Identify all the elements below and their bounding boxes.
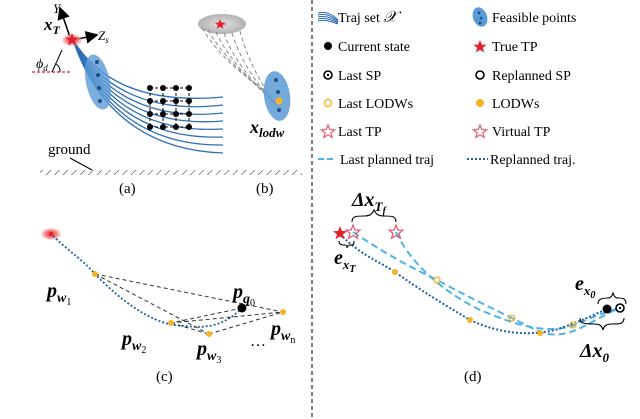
svg-text:Last SP: Last SP — [338, 69, 381, 84]
brace-tf — [351, 208, 397, 223]
last-planned-traj-d — [352, 231, 621, 336]
axis-z-label: Zs — [98, 28, 109, 45]
brace-ex0 — [597, 291, 627, 305]
svg-text:Replanned traj.: Replanned traj. — [490, 153, 576, 168]
ground-pointer — [69, 157, 93, 171]
p-q0-label: pq0 — [231, 281, 255, 309]
legend-traj-set: Traj set 𝒳 — [317, 9, 402, 26]
panel-d: ΔxTf exT ex0 Δx0 (d) — [333, 189, 627, 385]
feasible-ellipse-b — [263, 71, 291, 121]
svg-text:Last LODWs: Last LODWs — [338, 97, 413, 112]
p-w2-label: pw2 — [120, 328, 146, 356]
svg-text:Replanned SP: Replanned SP — [492, 69, 571, 84]
legend-feasible: Feasible points — [472, 7, 576, 27]
lodw-d-1 — [392, 269, 398, 275]
svg-text:LODWs: LODWs — [492, 97, 539, 112]
ground-label: ground — [48, 142, 91, 158]
grid-nodes-a — [147, 85, 192, 130]
ground-hatch — [40, 170, 302, 175]
e-xt-label: exT — [334, 247, 356, 275]
last-lodw-d-3 — [569, 321, 577, 329]
target-dot-c — [48, 231, 54, 237]
waypoint-3 — [206, 331, 212, 337]
xt-label: xT — [43, 15, 61, 37]
lodw-d-3 — [537, 330, 543, 336]
svg-text:Feasible points: Feasible points — [492, 11, 576, 26]
last-tp-star-d — [344, 223, 362, 240]
legend-true-tp: True TP — [473, 40, 538, 55]
legend-last-sp: Last SP — [323, 69, 381, 84]
legend: Traj set 𝒳 Feasible points Current state… — [317, 7, 576, 168]
current-state-c — [237, 303, 247, 313]
replanned-sp-d-center — [618, 306, 622, 310]
svg-text:Current state: Current state — [338, 40, 410, 55]
p-wn-label: pwn — [269, 318, 295, 346]
ellipsis-c: … — [250, 333, 266, 350]
phi-label: ϕd — [36, 57, 48, 73]
svg-text:True TP: True TP — [492, 40, 538, 55]
current-state-d — [602, 304, 612, 314]
legend-last-tp: Last TP — [319, 123, 382, 140]
virtual-tp-star-d — [387, 223, 405, 240]
svg-text:Virtual TP: Virtual TP — [492, 125, 551, 140]
delta-xtf-label: ΔxTf — [351, 189, 388, 217]
waypoint-1 — [92, 271, 98, 277]
replanned-sp-d — [615, 303, 625, 313]
caption-a: (a) — [119, 181, 136, 197]
p-w3-label: pw3 — [195, 338, 221, 366]
pitch-line — [51, 49, 63, 73]
legend-virtual-tp: Virtual TP — [471, 123, 551, 140]
lodw-d-2 — [467, 317, 473, 323]
svg-text:Traj set 𝒳: Traj set 𝒳 — [338, 9, 402, 26]
caption-d: (d) — [464, 369, 482, 385]
last-lodw-d-1 — [433, 276, 441, 284]
panel-c: pw1 pw2 pw3 pwn pq0 … (c) — [41, 228, 295, 385]
caption-b: (b) — [256, 181, 274, 197]
lodw-dot-b — [275, 97, 283, 105]
p-w1-label: pw1 — [45, 280, 71, 308]
waypoint-n — [280, 309, 286, 315]
feasible-dots-b — [274, 78, 281, 112]
last-planned-traj-d2 — [395, 231, 621, 330]
caption-c: (c) — [156, 369, 173, 385]
legend-current-state: Current state — [324, 40, 410, 55]
delta-x0-label: Δx0 — [579, 340, 610, 365]
phi-arc — [55, 63, 61, 73]
waypoint-2 — [168, 320, 174, 326]
state-grid-a — [149, 87, 190, 128]
true-tp-star-a — [65, 33, 79, 46]
panel-a: ground — [32, 1, 302, 197]
legend-replanned-sp: Replanned SP — [475, 69, 571, 84]
traj-fan-a — [72, 39, 224, 154]
traj-c — [52, 235, 243, 328]
svg-text:Last planned traj: Last planned traj — [340, 153, 434, 168]
true-tp-star-b — [214, 19, 226, 29]
svg-text:Last TP: Last TP — [338, 125, 382, 140]
e-x0-label: ex0 — [575, 273, 595, 301]
last-lodw-d-2 — [508, 314, 516, 322]
panel-b: xlodw (b) — [198, 14, 291, 197]
legend-last-lodws: Last LODWs — [323, 97, 413, 112]
brace-ext — [338, 240, 355, 249]
feasible-dots-a — [95, 60, 102, 103]
brace-dx0 — [579, 317, 625, 331]
axis-y-label: Ys — [53, 1, 64, 18]
legend-replanned-traj: Replanned traj. — [467, 153, 576, 168]
legend-lodws: LODWs — [476, 97, 539, 112]
legend-last-planned-traj: Last planned traj — [318, 153, 434, 168]
feasible-ellipse-a — [84, 54, 112, 110]
x-lodw-label: xlodw — [249, 117, 285, 140]
true-tp-star-d — [333, 226, 347, 240]
replanned-traj-d — [339, 233, 608, 335]
polygon-c — [94, 273, 284, 335]
